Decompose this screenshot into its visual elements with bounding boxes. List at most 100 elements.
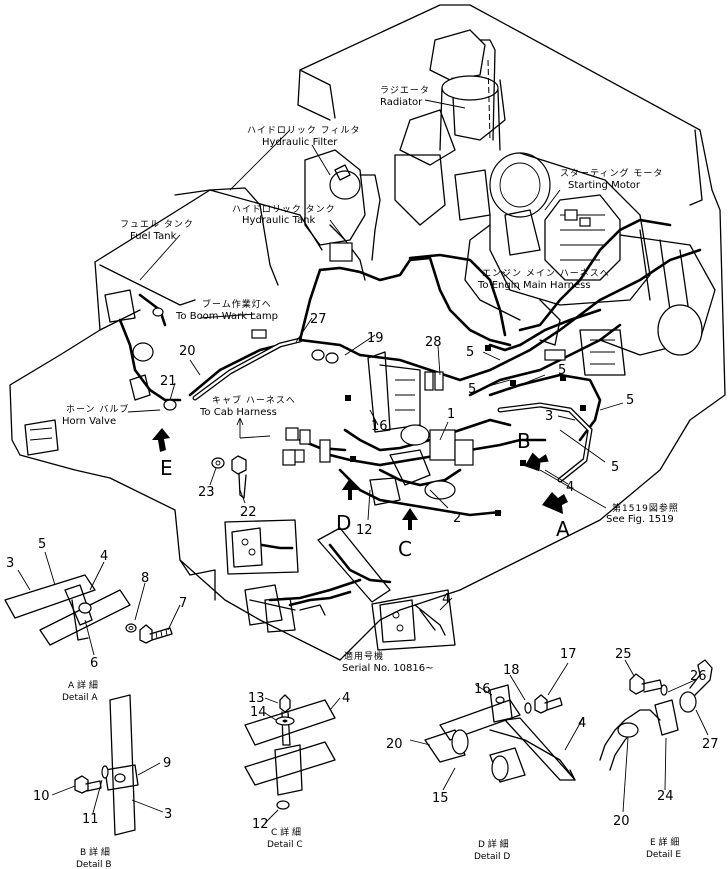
detail-b-part-9: 9 (163, 756, 171, 771)
starting-motor-label: Starting Motor (568, 180, 641, 191)
detail-a-caption-jp: A 詳 細 (68, 679, 98, 691)
detail-c-caption: Detail C (267, 840, 303, 850)
detail-c-caption-jp: C 詳 細 (271, 826, 301, 838)
radiator-label-jp: ラジエータ (380, 85, 430, 96)
part-number-20: 20 (179, 344, 196, 359)
see-fig-label: See Fig. 1519 (606, 514, 674, 525)
detail-c-part-13: 13 (248, 691, 265, 706)
hydraulic-tank-label: Hydraulic Tank (242, 215, 316, 226)
detail-d-part-20: 20 (386, 737, 403, 752)
starting-motor-label-jp: スターティング モータ (560, 167, 663, 179)
part-number-5b: 5 (468, 382, 476, 397)
detail-d-caption: Detail D (474, 852, 510, 862)
view-arrows (152, 428, 568, 530)
cab-harness-label-jp: キャブ ハーネスへ (212, 394, 296, 406)
detail-a-part-6: 6 (90, 656, 98, 671)
view-letter-c: C (398, 537, 412, 561)
detail-a-part-4: 4 (100, 549, 108, 564)
fuel-tank-label-jp: フュエル タンク (120, 219, 194, 230)
fuel-tank-label: Fuel Tank (130, 231, 177, 242)
detail-e-part-24: 24 (657, 789, 674, 804)
detail-d-part-15: 15 (432, 791, 449, 806)
detail-b-caption-jp: B 詳 細 (80, 846, 110, 858)
detail-a-part-8: 8 (141, 571, 149, 586)
detail-b-part-10: 10 (33, 789, 50, 804)
radiator-label: Radiator (380, 97, 423, 108)
detail-a-part-5: 5 (38, 537, 46, 552)
part-number-4b: 4 (442, 592, 450, 607)
part-number-5a: 5 (466, 345, 474, 360)
detail-b-drawing (51, 694, 164, 836)
engine-main-harness-label-jp: エンジン メイン ハーネスへ (482, 268, 610, 279)
detail-d-caption-jp: D 詳 細 (478, 838, 509, 850)
part-number-21: 21 (160, 374, 177, 389)
detail-a-part-3: 3 (6, 556, 14, 571)
part-number-16: 16 (371, 419, 388, 434)
detail-b-caption: Detail B (76, 860, 112, 869)
part-number-5d: 5 (626, 393, 634, 408)
detail-c-part-4: 4 (342, 691, 350, 706)
detail-e-part-27: 27 (702, 737, 719, 752)
part-number-5e: 5 (611, 460, 619, 475)
see-fig-label-jp: 第1519図参照 (612, 502, 679, 514)
detail-c-part-12: 12 (252, 817, 269, 832)
part-number-1: 1 (447, 407, 455, 422)
part-numbers: 1 2 3 4 5 5 5 5 5 12 16 19 20 21 22 23 4… (6, 312, 719, 832)
radiator-assembly (394, 29, 506, 226)
detail-d-part-16: 16 (474, 682, 491, 697)
detail-e-part-20: 20 (613, 814, 630, 829)
part-number-5c: 5 (558, 363, 566, 378)
detail-d-drawing (409, 662, 584, 791)
hydraulic-filter-label-jp: ハイドロリック フィルタ (247, 125, 361, 136)
part-number-28: 28 (425, 335, 442, 350)
view-letter-e: E (160, 456, 173, 480)
horn-valve-label: Horn Valve (62, 416, 116, 427)
engine-block (454, 152, 716, 376)
detail-b-part-11: 11 (82, 812, 99, 827)
view-letter-d: D (336, 511, 351, 535)
detail-a-caption: Detail A (62, 693, 98, 703)
part-number-12: 12 (356, 523, 373, 538)
component-labels: ラジエータ Radiator ハイドロリック フィルタ Hydraulic Fi… (62, 85, 679, 674)
detail-d-part-17: 17 (560, 647, 577, 662)
detail-d-part-18: 18 (503, 663, 520, 678)
central-components (104, 209, 591, 516)
inset-box-22 (224, 519, 352, 633)
serial-label: Serial No. 10816~ (342, 663, 433, 674)
hydraulic-tank (304, 149, 381, 281)
machine-frame (9, 4, 726, 661)
boom-work-lamp-label: To Boom Wark Lamp (175, 311, 278, 322)
engine-main-harness-label: To Engin Main Harness (477, 280, 591, 291)
detail-b-part-3: 3 (164, 807, 172, 822)
inset-box-serial (317, 527, 456, 651)
detail-e-part-25: 25 (615, 647, 632, 662)
part-number-27: 27 (310, 312, 327, 327)
detail-e-part-26: 26 (690, 669, 707, 684)
part-number-3: 3 (545, 409, 553, 424)
part-number-23: 23 (198, 485, 215, 500)
part-number-19: 19 (367, 331, 384, 346)
cab-harness-label: To Cab Harness (199, 407, 277, 418)
leader-lines (127, 99, 624, 611)
part-number-22: 22 (240, 505, 257, 520)
horn-valve-label-jp: ホーン バルブ (66, 403, 129, 415)
detail-e-caption: Detail E (646, 850, 681, 860)
part-number-2: 2 (453, 511, 461, 526)
detail-a-drawing (4, 551, 181, 656)
view-letters: A B C D E (160, 429, 570, 561)
hydraulic-tank-label-jp: ハイドロリック タンク (232, 204, 336, 215)
detail-e-caption-jp: E 詳 細 (650, 836, 679, 848)
detail-a-part-7: 7 (179, 596, 187, 611)
boom-work-lamp-label-jp: ブーム作業灯へ (202, 298, 272, 310)
detail-c-part-14: 14 (250, 705, 267, 720)
hydraulic-filter-label: Hydraulic Filter (262, 137, 338, 148)
view-letter-a: A (556, 517, 570, 541)
detail-captions: A 詳 細 Detail A B 詳 細 Detail B C 詳 細 Deta… (62, 679, 681, 869)
detail-d-part-4: 4 (578, 716, 586, 731)
detail-e-drawing (599, 659, 713, 813)
view-letter-b: B (517, 429, 531, 453)
detail-c-drawing (244, 694, 341, 824)
serial-label-jp: 適用号機 (344, 650, 384, 662)
part-number-4: 4 (566, 480, 574, 495)
